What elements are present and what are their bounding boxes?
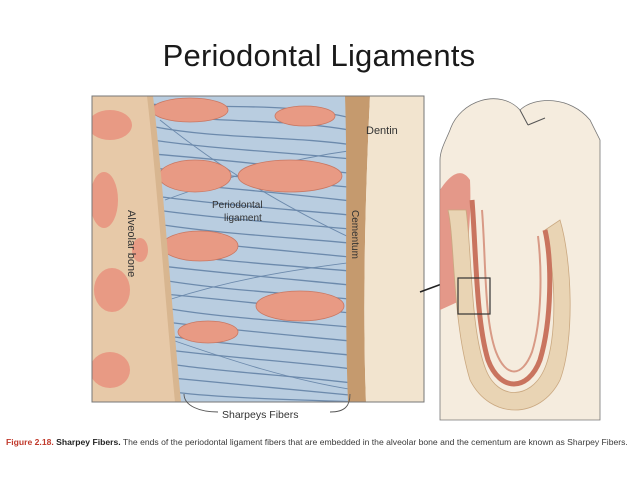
caption-figure-name: Sharpey Fibers. xyxy=(56,437,121,447)
caption-text: The ends of the periodontal ligament fib… xyxy=(122,437,628,447)
periodontal-label-line1: Periodontal xyxy=(212,200,263,211)
ligament-cells xyxy=(151,97,345,344)
sharpeys-bracket xyxy=(183,393,351,413)
figure-caption: Figure 2.18. Sharpey Fibers. The ends of… xyxy=(6,436,632,449)
caption-figure-number: Figure 2.18. xyxy=(6,437,54,447)
ligament-cross-section xyxy=(92,96,424,402)
tooth-inset xyxy=(439,98,601,421)
panel-frame xyxy=(91,95,425,403)
dentin-region xyxy=(364,96,424,402)
slide-title: Periodontal Ligaments xyxy=(162,38,476,73)
bone-osteons xyxy=(92,110,148,388)
periodontal-label-line2: ligament xyxy=(224,213,262,224)
bone-edge xyxy=(147,96,181,402)
sharpeys-fibers-label: Sharpeys Fibers xyxy=(222,409,298,421)
dentin-label: Dentin xyxy=(366,125,398,137)
cementum-layer xyxy=(345,96,370,402)
alveolar-bone-label: Alveolar bone xyxy=(125,210,137,277)
cementum-label: Cementum xyxy=(349,210,360,259)
